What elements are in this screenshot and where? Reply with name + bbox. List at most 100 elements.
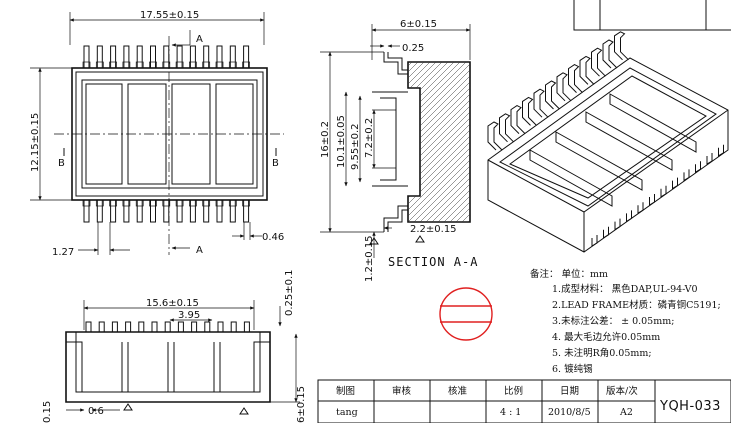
isometric-pin: [568, 64, 583, 93]
hatch-line: [417, 62, 470, 222]
hatch-line: [408, 62, 470, 222]
drawing-number: YQH-033: [659, 399, 721, 414]
bottom-pin: [203, 199, 210, 223]
section-overall-height: 16±0.2: [320, 121, 331, 158]
side-pin: [125, 321, 132, 333]
hatch-line: [408, 62, 463, 222]
side-pin: [164, 321, 171, 333]
isometric-pin: [591, 47, 606, 77]
note-line-1: 1.成型材料： 黑色DAP,UL-94-V0: [552, 283, 698, 295]
isometric-pin: [510, 105, 526, 134]
tb-value-date: 2010/8/5: [548, 407, 591, 418]
note-line-4: 4. 最大毛边允许0.05mm: [552, 331, 660, 343]
side-pin: [85, 321, 92, 333]
section-mark-left: B: [58, 158, 65, 169]
hatch-line: [408, 62, 470, 222]
section-lead-dim: 1.2±0.15: [364, 235, 375, 282]
bottom-pin: [96, 199, 103, 223]
side-lead-thickness: 0.25±0.1: [284, 269, 295, 316]
bottom-pin: [229, 199, 236, 223]
note-line-5: 5. 未注明R角0.05mm;: [552, 347, 652, 359]
isometric-bottom-lead: [672, 177, 678, 190]
isometric-bottom-lead: [591, 235, 598, 247]
hatch-line: [453, 62, 470, 222]
isometric-pin: [533, 88, 549, 118]
hatch-line: [408, 62, 470, 222]
top-pin: [243, 45, 250, 69]
note-line-3: 3.未标注公差： ± 0.05mm;: [552, 315, 674, 327]
bottom-pin: [83, 199, 90, 223]
hatch-line: [408, 62, 469, 222]
section-view: 6±0.15 0.25 16±0.2 10.1±0.05 9.55±0.2 7.…: [320, 19, 731, 282]
hatch-line: [408, 62, 470, 222]
hatch-line: [502, 60, 672, 230]
section-inner-height-3: 7.2±0.2: [364, 118, 375, 158]
section-tab-dim: 0.25: [402, 43, 424, 54]
isometric-pin: [614, 31, 629, 61]
isometric-bottom-lead: [637, 202, 644, 215]
bottom-pin: [110, 199, 117, 223]
hatch-line: [408, 62, 470, 222]
note-line-2: 2.LEAD FRAME材质：磷青铜C5191;: [552, 299, 721, 311]
hatch-line: [514, 60, 684, 230]
section-title: SECTION A-A: [388, 255, 478, 269]
hatch-line: [408, 62, 470, 222]
isometric-pins: [487, 31, 629, 151]
bottom-pin: [243, 199, 250, 223]
top-view: 17.55±0.15 A B B 12.15±0.15: [30, 10, 284, 258]
isometric-bottom-lead: [706, 153, 713, 165]
side-wall: [121, 342, 129, 392]
tb-header-date: 日期: [560, 386, 579, 397]
tb-value-drawn: tang: [336, 407, 358, 418]
section-depth-dim: 6±0.15: [400, 19, 437, 30]
hatch-line: [408, 62, 470, 222]
side-gap-dim: 0.6: [88, 406, 104, 417]
tb-header-check: 审核: [392, 385, 412, 397]
note-line-6: 6. 镀纯锡: [552, 363, 593, 375]
hatch-line: [574, 60, 731, 230]
bottom-pin: [163, 199, 170, 223]
top-pin: [203, 45, 210, 69]
hatch-line: [408, 62, 470, 222]
hatch-line: [441, 62, 470, 222]
isometric-bottom-lead: [695, 161, 701, 174]
hatch-line: [408, 62, 470, 222]
hatch-line: [562, 60, 731, 230]
hatch-line: [411, 62, 470, 222]
side-pin: [151, 321, 158, 333]
side-pitch-dim: 3.95: [178, 310, 200, 321]
isometric-pin: [545, 80, 560, 110]
side-pin-row: [85, 321, 250, 333]
top-pin: [189, 45, 196, 69]
section-mark-bottom: A: [196, 245, 203, 256]
side-pin: [230, 321, 237, 333]
hatch-line: [408, 62, 470, 222]
hatch-line: [408, 62, 421, 222]
isometric-bottom-leads: [591, 144, 724, 247]
isometric-bottom-lead: [626, 210, 632, 223]
tb-header-scale: 比例: [504, 385, 523, 397]
tb-value-scale: 4 : 1: [500, 407, 521, 418]
isometric-view: [487, 31, 729, 253]
tb-header-version: 版本/次: [606, 385, 638, 397]
hatch-line: [423, 62, 470, 222]
top-pin: [150, 45, 156, 69]
side-view: 15.6±0.15 3.95 0.25±0.1 6±0.15 0.15 0.6: [42, 269, 307, 423]
isometric-pin: [602, 39, 618, 69]
section-mark-top: A: [196, 34, 203, 45]
isometric-bottom-lead: [660, 185, 667, 198]
top-pin: [229, 45, 236, 69]
bottom-pin: [150, 199, 156, 223]
side-pin: [191, 321, 198, 333]
bottom-pin: [136, 199, 143, 223]
top-pin: [96, 45, 103, 69]
section-inner-height-1: 10.1±0.05: [336, 115, 347, 168]
side-pin: [243, 321, 250, 333]
notes-header: 备注： 单位：mm: [530, 268, 608, 280]
hatch-line: [408, 62, 470, 222]
bottom-pin: [189, 199, 196, 223]
tb-value-version: A2: [619, 407, 633, 418]
top-height-dim: 12.15±0.15: [30, 113, 41, 172]
section-mark-right: B: [272, 158, 279, 169]
